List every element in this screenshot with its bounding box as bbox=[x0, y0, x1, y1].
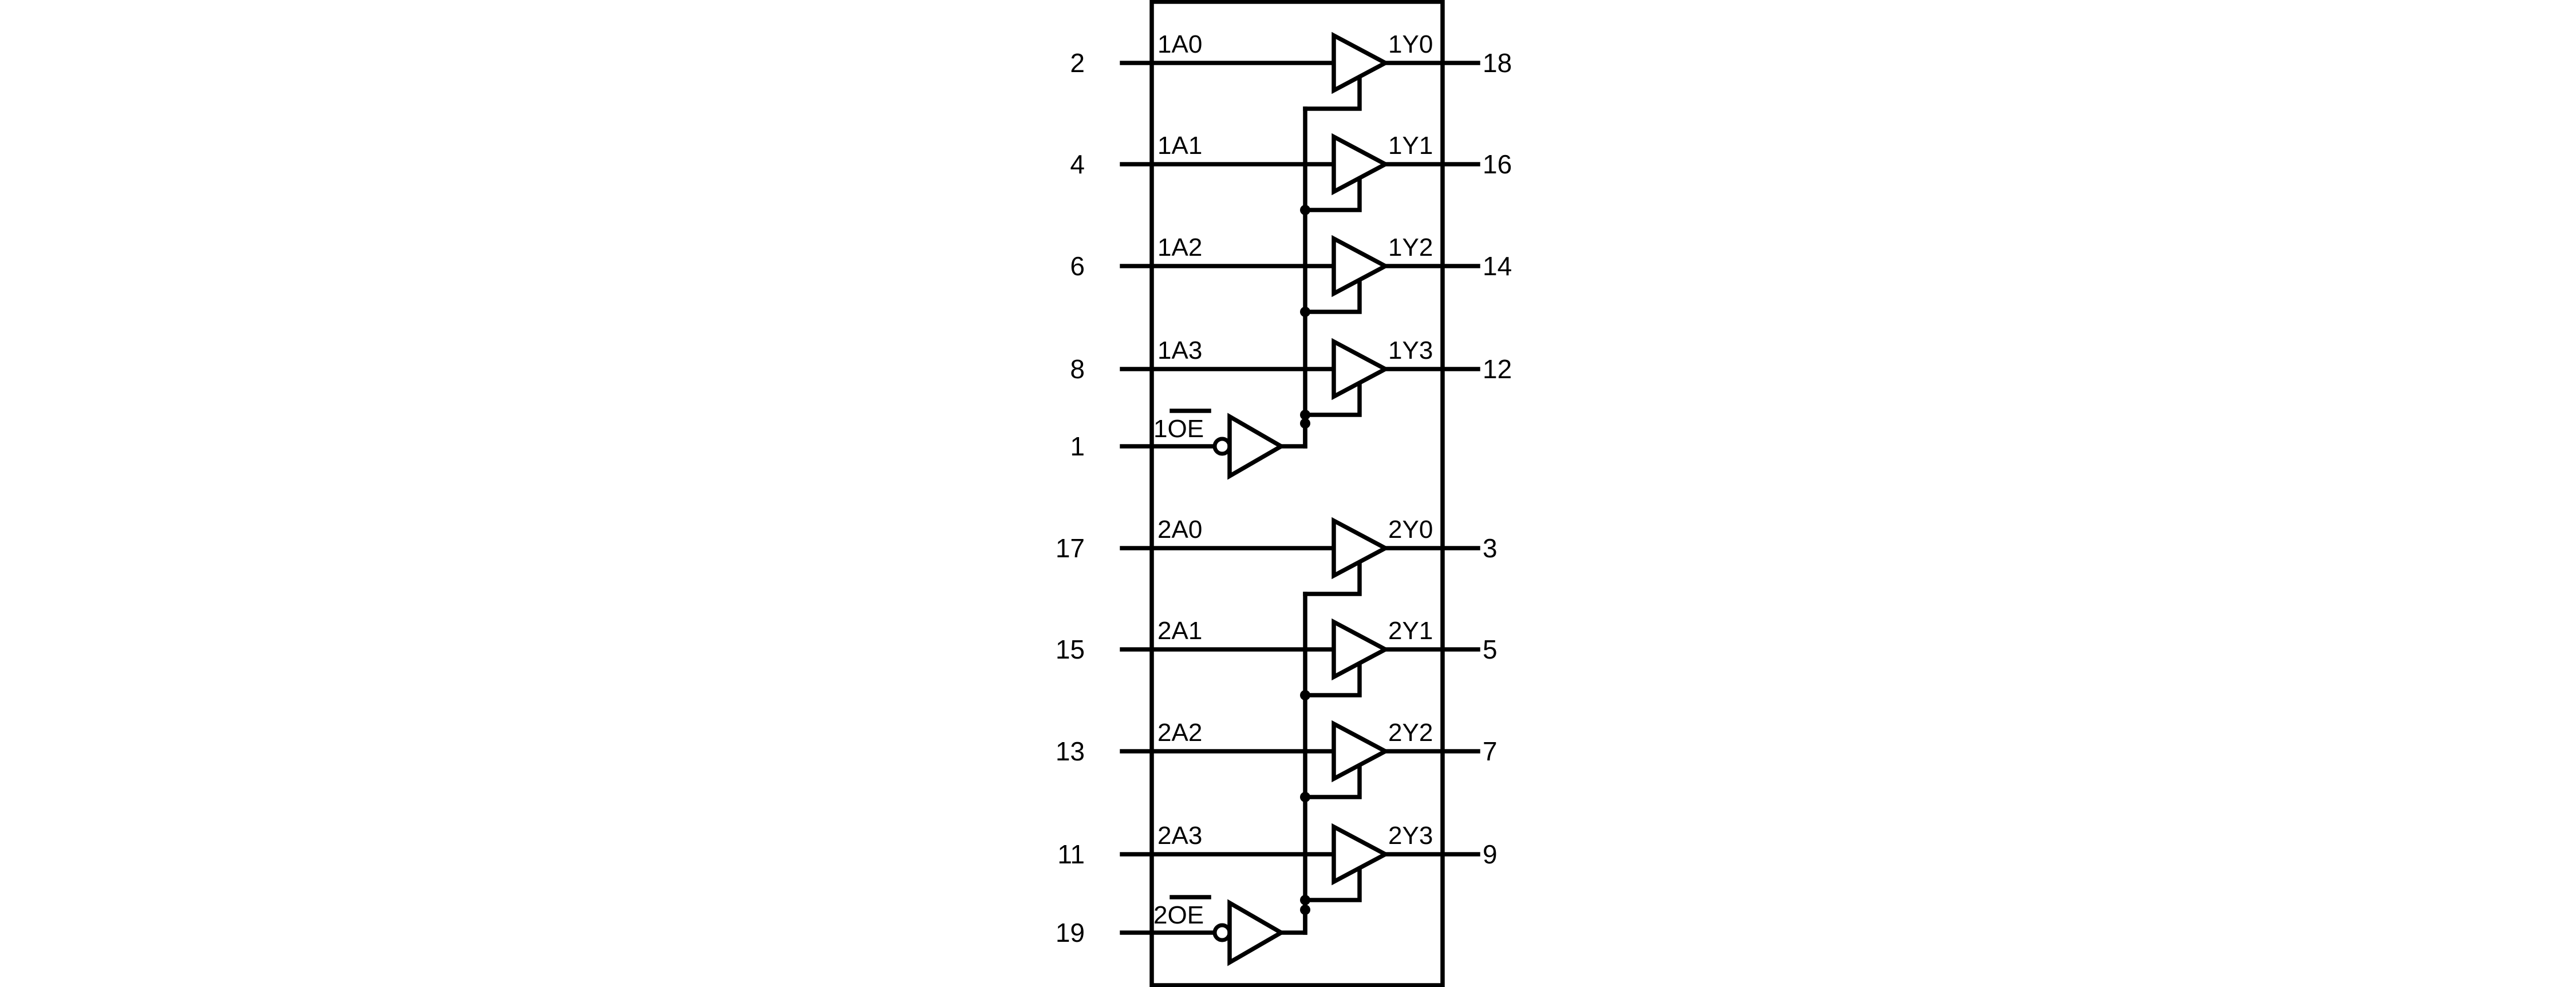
junction-dot bbox=[1300, 307, 1310, 317]
channel-1A0: 2 1A0 1Y0 18 bbox=[1070, 30, 1512, 111]
output-signal-label: 1Y3 bbox=[1388, 336, 1433, 364]
enable-tap bbox=[1303, 279, 1362, 314]
enable-signal-label: 2OE bbox=[1153, 901, 1204, 929]
enable-tap bbox=[1303, 561, 1362, 596]
enable-label-overlined: OE bbox=[1167, 901, 1204, 929]
input-signal-label: 1A1 bbox=[1157, 132, 1202, 160]
enable-inverter bbox=[1227, 899, 1286, 966]
channel-2A1: 15 2A1 2Y1 5 bbox=[1056, 617, 1498, 700]
enable-pin-number: 19 bbox=[1056, 918, 1085, 948]
output-pin-number: 3 bbox=[1483, 533, 1498, 563]
channel-1A2: 6 1A2 1Y2 14 bbox=[1070, 233, 1512, 317]
junction-dot bbox=[1300, 905, 1310, 915]
input-signal-label: 1A2 bbox=[1157, 233, 1202, 261]
output-pin-number: 14 bbox=[1483, 251, 1512, 281]
input-pin-number: 13 bbox=[1056, 736, 1085, 766]
output-pin-number: 18 bbox=[1483, 48, 1512, 78]
input-signal-label: 1A0 bbox=[1157, 30, 1202, 58]
enable-pin-number: 1 bbox=[1070, 431, 1085, 461]
junction-dot bbox=[1300, 895, 1310, 905]
inverter-output-line bbox=[1279, 421, 1307, 449]
output-signal-label: 1Y1 bbox=[1388, 132, 1433, 160]
output-signal-label: 1Y2 bbox=[1388, 233, 1433, 261]
enable-tap bbox=[1303, 382, 1362, 417]
input-pin-number: 6 bbox=[1070, 251, 1085, 281]
output-signal-label: 2Y3 bbox=[1388, 822, 1433, 850]
channel-2A0: 17 2A0 2Y0 3 bbox=[1056, 516, 1498, 596]
input-pin-number: 8 bbox=[1070, 354, 1085, 384]
input-pin-number: 15 bbox=[1056, 635, 1085, 664]
enable-label-prefix: 1 bbox=[1153, 415, 1167, 443]
enable-tap bbox=[1303, 662, 1362, 697]
input-pin-number: 17 bbox=[1056, 533, 1085, 563]
output-signal-label: 2Y0 bbox=[1388, 516, 1433, 544]
channel-2A2: 13 2A2 2Y2 7 bbox=[1056, 719, 1498, 802]
input-signal-label: 2A3 bbox=[1157, 822, 1202, 850]
output-signal-label: 2Y1 bbox=[1388, 617, 1433, 645]
chip-body-outline bbox=[1149, 0, 1445, 987]
input-signal-label: 1A3 bbox=[1157, 336, 1202, 364]
inversion-bubble bbox=[1212, 923, 1232, 942]
enable-tap bbox=[1303, 764, 1362, 799]
enable-label-prefix: 2 bbox=[1153, 901, 1167, 929]
channel-1A3: 8 1A3 1Y3 12 bbox=[1070, 336, 1512, 420]
input-pin-number: 2 bbox=[1070, 48, 1085, 78]
input-signal-label: 2A2 bbox=[1157, 719, 1202, 747]
input-pin-number: 11 bbox=[1057, 839, 1085, 869]
output-pin-number: 16 bbox=[1483, 149, 1512, 179]
junction-dot bbox=[1300, 690, 1310, 700]
enable-input-2: 19 2OE bbox=[1056, 895, 1310, 966]
enable-label-overlined: OE bbox=[1167, 415, 1204, 443]
inverter-output-line bbox=[1279, 907, 1307, 935]
output-pin-number: 7 bbox=[1483, 736, 1498, 766]
buffer-group-2: 17 2A0 2Y0 3 15 2A1 2Y1 5 13 2A2 2Y2 7 11 2A3 2Y3 9 19 2O… bbox=[1056, 516, 1498, 966]
output-signal-label: 2Y2 bbox=[1388, 719, 1433, 747]
inversion-bubble bbox=[1212, 437, 1232, 456]
input-signal-label: 2A0 bbox=[1157, 516, 1202, 544]
enable-inverter bbox=[1227, 413, 1286, 480]
output-pin-number: 5 bbox=[1483, 635, 1498, 664]
enable-tap bbox=[1303, 76, 1362, 111]
enable-tap bbox=[1303, 177, 1362, 212]
junction-dot bbox=[1300, 410, 1310, 420]
output-signal-label: 1Y0 bbox=[1388, 30, 1433, 58]
enable-signal-label: 1OE bbox=[1153, 415, 1204, 443]
junction-dot bbox=[1300, 418, 1310, 429]
input-signal-label: 2A1 bbox=[1157, 617, 1202, 645]
channel-2A3: 11 2A3 2Y3 9 bbox=[1057, 822, 1498, 905]
channel-1A1: 4 1A1 1Y1 16 bbox=[1070, 132, 1512, 215]
output-pin-number: 12 bbox=[1483, 354, 1512, 384]
junction-dot bbox=[1300, 792, 1310, 802]
output-pin-number: 9 bbox=[1483, 839, 1498, 869]
input-pin-number: 4 bbox=[1070, 149, 1085, 179]
junction-dot bbox=[1300, 205, 1310, 215]
enable-tap bbox=[1303, 867, 1362, 902]
